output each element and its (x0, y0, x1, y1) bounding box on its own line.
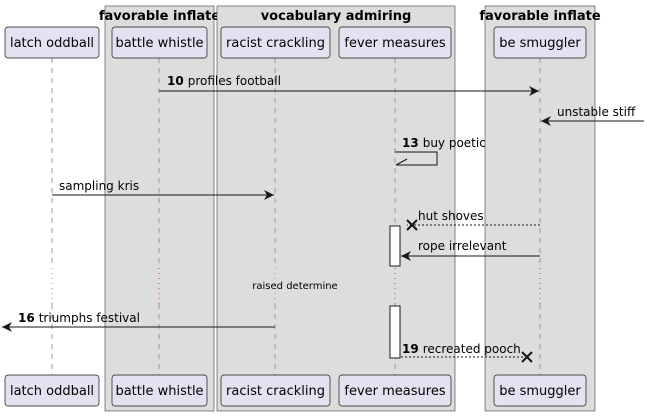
participant-racist-crackling-bottom[interactable]: racist crackling (220, 374, 331, 407)
svg-text:unstable stiff: unstable stiff (557, 105, 636, 119)
message-hut-shoves: hut shoves (406, 209, 540, 231)
participant-battle-whistle-top[interactable]: battle whistle (111, 26, 208, 59)
participant-fever-measures-bottom[interactable]: fever measures (338, 374, 452, 407)
participant-be-smuggler-bottom[interactable]: be smuggler (493, 374, 587, 407)
message-unstable-stiff: unstable stiff (541, 105, 644, 126)
box-title-1: favorable inflate (99, 9, 220, 24)
delay-lines (51, 268, 541, 304)
svg-text:racist crackling: racist crackling (226, 384, 325, 399)
svg-text:hut shoves: hut shoves (418, 209, 484, 223)
svg-text:be smuggler: be smuggler (499, 36, 581, 51)
svg-text:fever measures: fever measures (344, 36, 445, 51)
svg-text:latch oddball: latch oddball (10, 384, 94, 399)
participant-be-smuggler-top[interactable]: be smuggler (493, 26, 587, 59)
svg-text:be smuggler: be smuggler (499, 384, 581, 399)
participant-latch-oddball-top[interactable]: latch oddball (4, 26, 100, 59)
svg-text:sampling kris: sampling kris (59, 179, 139, 193)
participant-fever-measures-top[interactable]: fever measures (338, 26, 452, 59)
svg-text:latch oddball: latch oddball (10, 36, 94, 51)
box-title-2: vocabulary admiring (261, 9, 412, 24)
message-rope-irrelevant: rope irrelevant (401, 239, 540, 261)
svg-text:battle whistle: battle whistle (115, 384, 203, 399)
activation-bar-1 (389, 225, 401, 267)
svg-text:racist crackling: racist crackling (226, 36, 325, 51)
message-sampling-kris: sampling kris (52, 179, 274, 200)
box-title-3: favorable inflate (479, 9, 600, 24)
participant-battle-whistle-bottom[interactable]: battle whistle (111, 374, 208, 407)
svg-text:battle whistle: battle whistle (115, 36, 203, 51)
box-vocabulary-admiring (216, 5, 456, 412)
delay-label: raised determine (252, 281, 337, 292)
activation-bar-2 (389, 305, 401, 359)
svg-text:fever measures: fever measures (344, 384, 445, 399)
participant-racist-crackling-top[interactable]: racist crackling (220, 26, 331, 59)
participant-latch-oddball-bottom[interactable]: latch oddball (4, 374, 100, 407)
svg-text:rope irrelevant: rope irrelevant (418, 239, 507, 253)
